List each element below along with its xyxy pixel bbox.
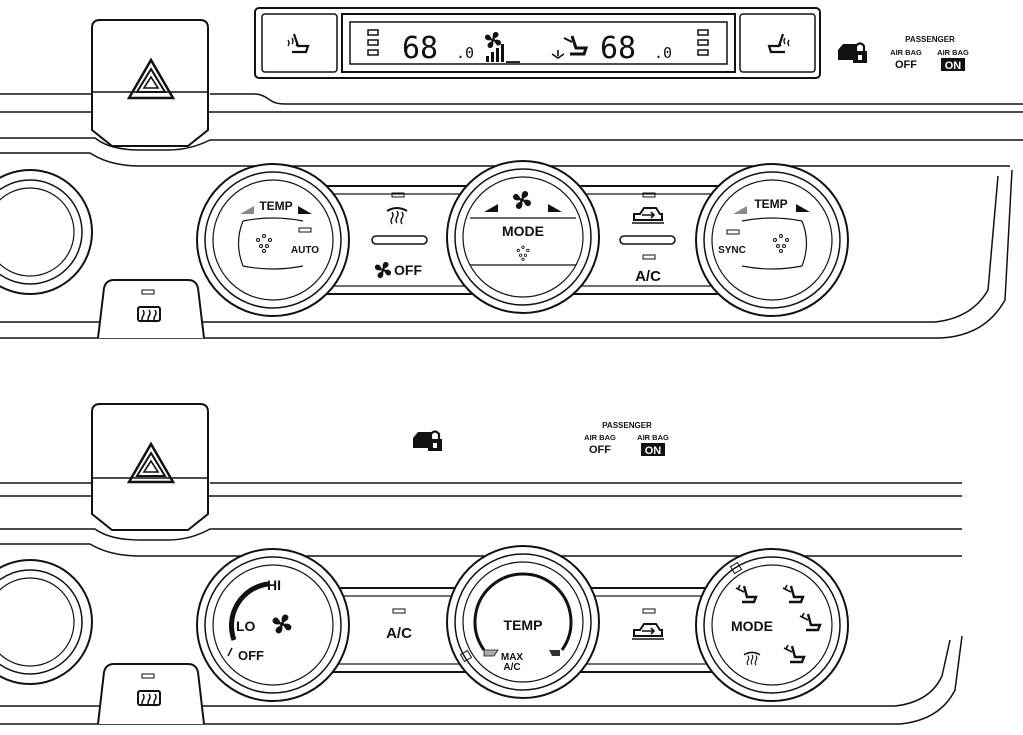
passenger-airbag-status: PASSENGER AIR BAG OFF AIR BAG ON xyxy=(584,421,669,457)
passenger-label: PASSENGER xyxy=(602,421,652,430)
fan-speed-knob[interactable]: HI LO OFF xyxy=(196,548,350,702)
max-label: MAX xyxy=(501,652,524,663)
airbag-off-value: OFF xyxy=(589,444,611,456)
right-temp-knob[interactable]: TEMP SYNC xyxy=(695,163,849,317)
airbag-off-label: AIR BAG xyxy=(890,48,922,57)
left-temp-readout: 68 xyxy=(402,31,438,66)
right-temp-decimal: .0 xyxy=(654,44,672,62)
fan-speed-bars xyxy=(486,44,520,63)
bottom-panel: PASSENGER AIR BAG OFF AIR BAG ON HI LO O… xyxy=(0,403,963,725)
top-panel: 68 .0 68 .0 PASSENGER AIR BAG xyxy=(0,7,1023,339)
airbag-lock-icon xyxy=(411,430,444,453)
airbag-lock-indicator xyxy=(411,430,444,453)
fan-off-button[interactable]: OFF xyxy=(374,261,423,279)
airflow-mode-icon xyxy=(551,35,589,59)
ac-label: A/C xyxy=(386,625,412,642)
temp-label: TEMP xyxy=(754,197,787,211)
airbag-lock-indicator xyxy=(836,42,869,65)
airbag-on-value: ON xyxy=(645,445,662,457)
airbag-on-label: AIR BAG xyxy=(937,48,969,57)
fan-lo-label: LO xyxy=(236,618,256,634)
mode-knob[interactable]: MODE xyxy=(695,548,849,702)
temp-knob[interactable]: TEMP MAX A/C xyxy=(446,545,600,699)
right-level-indicator xyxy=(697,29,709,56)
left-temp-decimal: .0 xyxy=(456,44,474,62)
mode-knob[interactable]: MODE xyxy=(446,160,600,314)
temp-label: TEMP xyxy=(504,617,543,633)
sync-button[interactable]: SYNC xyxy=(718,245,746,256)
ac-label: A/C xyxy=(635,268,661,285)
hazard-button[interactable] xyxy=(91,19,209,147)
mode-label: MODE xyxy=(502,223,544,239)
passenger-airbag-status: PASSENGER AIR BAG OFF AIR BAG ON xyxy=(890,35,969,72)
hazard-button[interactable] xyxy=(91,403,209,531)
climate-display: 68 .0 68 .0 xyxy=(254,7,821,79)
temp-label: TEMP xyxy=(259,199,292,213)
front-defrost-icon xyxy=(386,207,408,225)
rear-defrost-button[interactable] xyxy=(97,663,205,725)
rear-defrost-button[interactable] xyxy=(97,279,205,339)
passenger-label: PASSENGER xyxy=(905,35,955,44)
fan-icon xyxy=(374,261,392,279)
fan-off-label: OFF xyxy=(238,648,264,663)
recirculation-button[interactable] xyxy=(631,608,665,640)
airbag-off-value: OFF xyxy=(895,59,917,71)
airbag-on-label: AIR BAG xyxy=(637,433,669,442)
max-ac-label: A/C xyxy=(503,662,520,673)
right-temp-readout: 68 xyxy=(600,31,636,66)
recirculation-button[interactable] xyxy=(631,192,665,224)
ac-button[interactable]: A/C xyxy=(635,254,661,285)
mode-label: MODE xyxy=(731,618,773,634)
auto-button[interactable]: AUTO xyxy=(291,245,319,256)
front-defrost-button[interactable] xyxy=(386,192,408,225)
recirculation-icon xyxy=(631,623,665,640)
left-temp-knob[interactable]: TEMP AUTO xyxy=(196,163,350,317)
airbag-off-label: AIR BAG xyxy=(584,433,616,442)
airbag-on-value: ON xyxy=(945,60,962,72)
fan-hi-label: HI xyxy=(267,577,281,593)
left-level-indicator xyxy=(367,29,379,56)
ac-button[interactable]: A/C xyxy=(386,608,412,642)
recirculation-icon xyxy=(631,207,665,224)
fan-off-label: OFF xyxy=(394,262,422,278)
airbag-lock-icon xyxy=(836,42,869,65)
